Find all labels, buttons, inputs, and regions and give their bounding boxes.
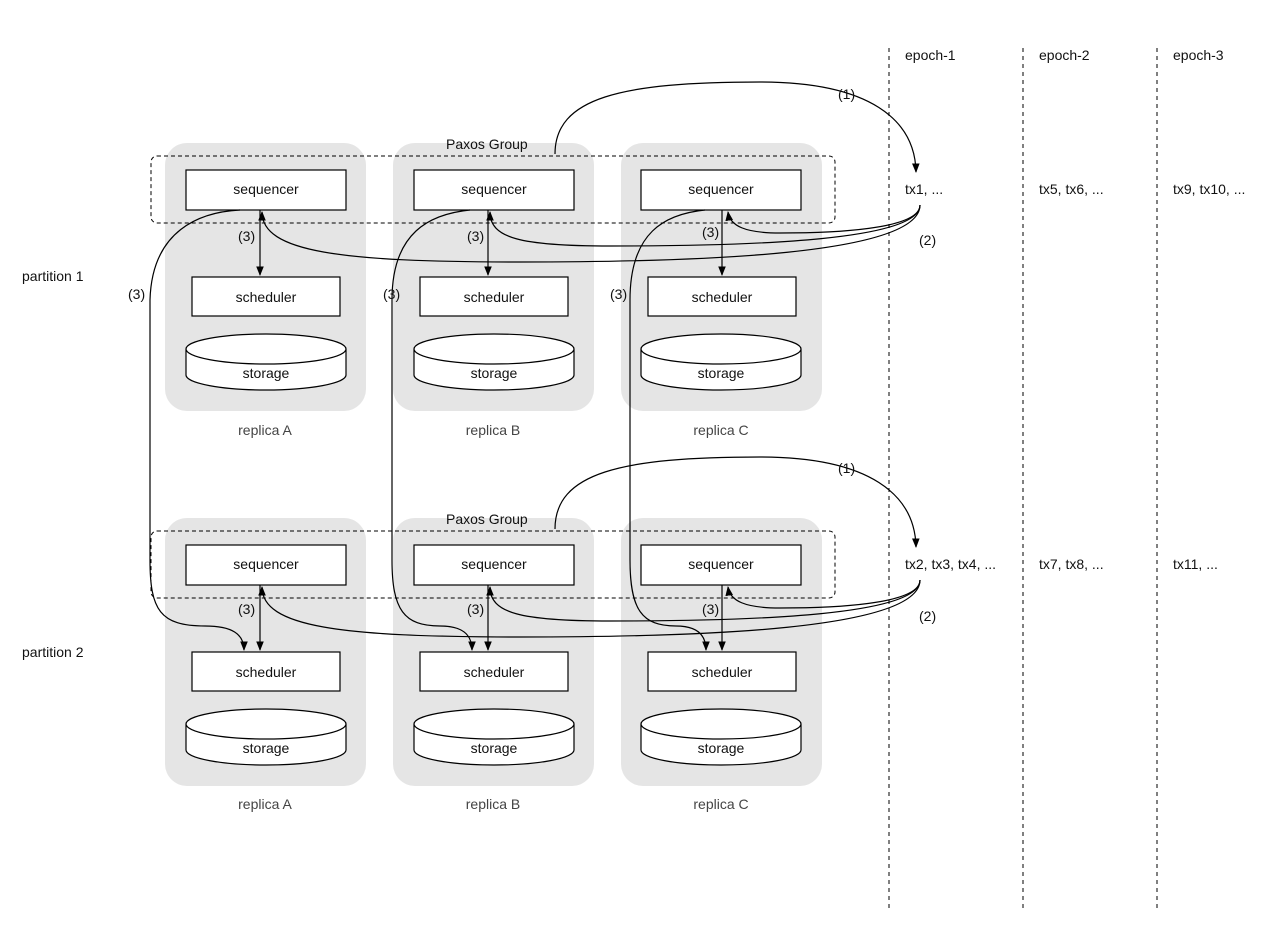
step-1-label: (1) <box>838 86 855 102</box>
step-3-label: (3) <box>610 286 627 302</box>
storage-cylinder <box>413 333 575 391</box>
paxos-group-label: Paxos Group <box>446 511 528 527</box>
step-2-arrow <box>486 579 921 622</box>
step-3-cross-arrow <box>149 209 248 651</box>
step-2-arrow <box>486 204 921 247</box>
step-2-arrow <box>725 579 921 609</box>
replica-name: replica A <box>238 422 292 438</box>
sequencer-label: sequencer <box>688 556 754 572</box>
partition-2: Paxos Group sequencer scheduler storage … <box>150 456 936 812</box>
epoch-3-label: epoch-3 <box>1173 47 1224 63</box>
replica-name: replica C <box>693 796 748 812</box>
replica-name: replica A <box>238 796 292 812</box>
step-2-label: (2) <box>919 608 936 624</box>
step-1-arrow <box>554 81 920 173</box>
scheduler-box <box>419 651 569 692</box>
step-3-cross-arrow <box>629 209 710 651</box>
partition-1: Paxos Group sequencer scheduler storage … <box>150 81 936 438</box>
sequencer-label: sequencer <box>688 181 754 197</box>
step-2-arrow <box>258 579 921 638</box>
scheduler-label: scheduler <box>236 289 297 305</box>
sequencer-label: sequencer <box>461 556 527 572</box>
storage-cylinder <box>185 708 347 766</box>
sequencer-box <box>413 544 575 586</box>
storage-cylinder <box>640 333 802 391</box>
sequencer-box <box>413 169 575 211</box>
scheduler-label: scheduler <box>692 289 753 305</box>
sequencer-box <box>640 169 802 211</box>
step-1-arrow <box>554 456 920 548</box>
step-2-arrow <box>725 204 921 234</box>
step-3-label: (3) <box>702 601 719 617</box>
epoch-3-partition-2-txs: tx11, ... <box>1173 556 1218 572</box>
scheduler-box <box>647 276 797 317</box>
storage-label: storage <box>471 365 518 381</box>
replica-name: replica B <box>466 422 520 438</box>
step-3-label: (3) <box>467 228 484 244</box>
scheduler-box <box>647 651 797 692</box>
step-3-cross-arrow <box>391 209 476 651</box>
epoch-2-partition-2-txs: tx7, tx8, ... <box>1039 556 1104 572</box>
step-2-label: (2) <box>919 232 936 248</box>
step-2-arrow <box>258 204 921 263</box>
epoch-3-partition-1-txs: tx9, tx10, ... <box>1173 181 1245 197</box>
storage-cylinder <box>640 708 802 766</box>
partition-2-label: partition 2 <box>22 644 84 660</box>
scheduler-label: scheduler <box>692 664 753 680</box>
epoch-2-label: epoch-2 <box>1039 47 1090 63</box>
step-3-label: (3) <box>467 601 484 617</box>
epoch-2-partition-1-txs: tx5, tx6, ... <box>1039 181 1104 197</box>
epoch-1-partition-1-txs: tx1, ... <box>905 181 943 197</box>
epoch-1-label: epoch-1 <box>905 47 956 63</box>
scheduler-box <box>419 276 569 317</box>
sequencer-box <box>185 169 347 211</box>
storage-cylinder <box>413 708 575 766</box>
step-3-label: (3) <box>128 286 145 302</box>
sequencer-box <box>185 544 347 586</box>
storage-label: storage <box>243 740 290 756</box>
sequencer-label: sequencer <box>233 556 299 572</box>
scheduler-box <box>191 651 341 692</box>
step-3-label: (3) <box>383 286 400 302</box>
sequencer-label: sequencer <box>233 181 299 197</box>
storage-cylinder <box>185 333 347 391</box>
sequencer-label: sequencer <box>461 181 527 197</box>
step-3-label: (3) <box>702 224 719 240</box>
replica-name: replica B <box>466 796 520 812</box>
sequencer-box <box>640 544 802 586</box>
step-3-label: (3) <box>238 601 255 617</box>
scheduler-label: scheduler <box>236 664 297 680</box>
storage-label: storage <box>471 740 518 756</box>
epoch-1-partition-2-txs: tx2, tx3, tx4, ... <box>905 556 996 572</box>
step-3-label: (3) <box>238 228 255 244</box>
step-1-label: (1) <box>838 460 855 476</box>
storage-label: storage <box>698 365 745 381</box>
partition-1-label: partition 1 <box>22 268 84 284</box>
scheduler-label: scheduler <box>464 664 525 680</box>
scheduler-label: scheduler <box>464 289 525 305</box>
scheduler-box <box>191 276 341 317</box>
storage-label: storage <box>698 740 745 756</box>
replica-name: replica C <box>693 422 748 438</box>
paxos-group-label: Paxos Group <box>446 136 528 152</box>
storage-label: storage <box>243 365 290 381</box>
